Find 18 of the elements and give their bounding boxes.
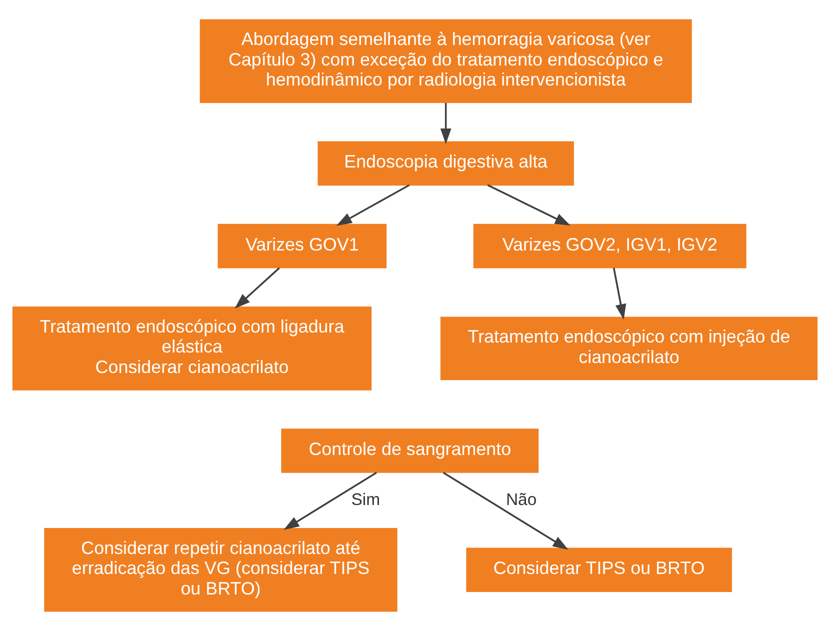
arrow xyxy=(284,472,377,530)
node-box: Abordagem semelhante à hemorragia varicosa (ver Capítulo 3) com exceção do tratamento endoscópico e hemodinâmico por radiologia intervencionista xyxy=(200,19,692,103)
edge-label: Sim xyxy=(351,490,380,509)
arrow xyxy=(234,267,280,309)
node-box: Controle de sangramento xyxy=(281,428,539,473)
node-box: Varizes GOV1 xyxy=(218,224,387,268)
node-box: Tratamento endoscópico com ligadura elástica Considerar cianoacrilato xyxy=(12,306,372,390)
node-box: Considerar TIPS ou BRTO xyxy=(466,548,732,592)
arrow xyxy=(440,102,452,144)
arrow xyxy=(336,184,410,226)
node-box: Tratamento endoscópico com injeção de cianoacrilato xyxy=(440,316,818,380)
arrow xyxy=(442,472,568,550)
node-box: Endoscopia digestiva alta xyxy=(318,141,574,186)
arrow xyxy=(612,268,626,320)
node-box: Considerar repetir cianoacrilato até erradicação das VG (considerar TIPS ou BRTO) xyxy=(44,528,398,612)
edge-label: Não xyxy=(506,490,537,509)
node-box: Varizes GOV2, IGV1, IGV2 xyxy=(473,224,746,268)
arrow xyxy=(487,184,571,226)
